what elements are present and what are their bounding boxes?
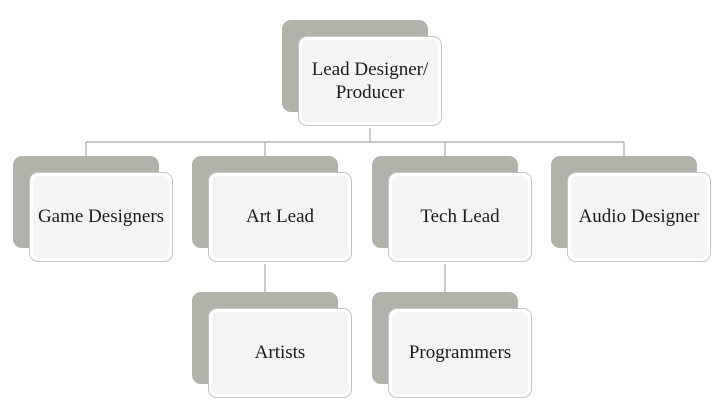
node-label: Audio Designer — [571, 176, 707, 258]
node-label: Lead Designer/ Producer — [302, 40, 438, 122]
node-card: Audio Designer — [567, 172, 711, 262]
node-card: Programmers — [388, 308, 532, 398]
node-label: Game Designers — [33, 176, 169, 258]
node-card: Lead Designer/ Producer — [298, 36, 442, 126]
node-card: Game Designers — [29, 172, 173, 262]
node-label: Tech Lead — [392, 176, 528, 258]
node-card: Artists — [208, 308, 352, 398]
node-card: Tech Lead — [388, 172, 532, 262]
node-label: Artists — [212, 312, 348, 394]
node-label: Art Lead — [212, 176, 348, 258]
node-label: Programmers — [392, 312, 528, 394]
node-card: Art Lead — [208, 172, 352, 262]
